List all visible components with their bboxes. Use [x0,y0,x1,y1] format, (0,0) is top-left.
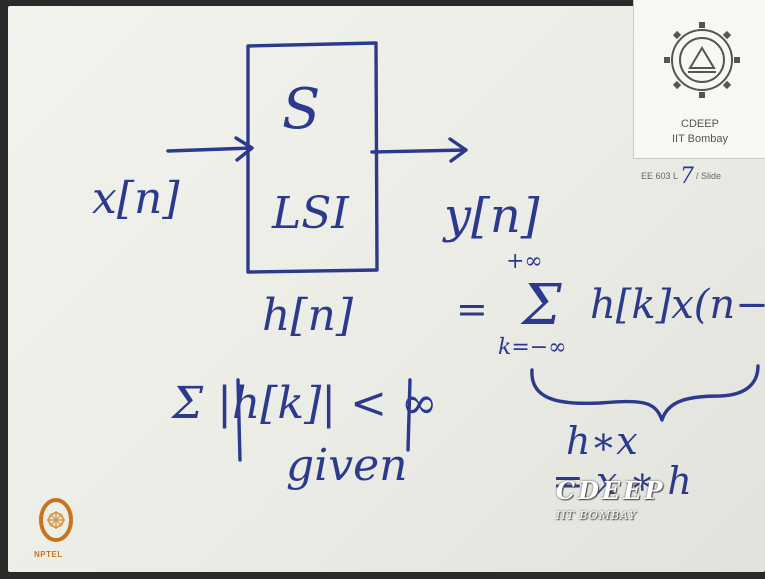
output-signal-label: y[n] [442,188,540,244]
slide-indicator: EE 603 L7/ Slide [641,164,721,189]
cdeep-logo-card: CDEEP IIT Bombay [633,0,765,159]
nptel-label: NPTEL [34,550,63,559]
convolution-term: h[k]x(n− [590,282,765,328]
equals-sign: = [456,287,488,331]
system-symbol: S [282,77,320,142]
input-signal-label: x[n] [92,173,180,224]
course-code: EE 603 L [641,171,678,181]
stability-condition: Σ |h[k]| < ∞ [170,378,438,429]
watermark-title: CDEEP [556,476,706,505]
watermark-subtitle: IIT BOMBAY [556,509,706,522]
convolution-shorthand-1: h∗x [566,419,638,463]
sum-symbol: Σ [520,273,562,338]
cdeep-watermark: CDEEP IIT BOMBAY [556,476,706,522]
sum-lower-limit: k=−∞ [498,335,567,360]
iit-bombay-gear-emblem-icon [634,0,765,110]
cdeep-label: CDEEP [634,118,765,130]
slide-suffix: / Slide [696,171,721,181]
sum-upper-limit: +∞ [506,249,543,274]
given-label: given [286,440,407,491]
impulse-response-label: h[n] [262,290,354,341]
system-type-label: LSI [271,188,350,239]
underbrace [532,366,758,420]
output-arrow [372,139,466,161]
lecture-number: 7 [680,164,694,189]
input-arrow [168,138,252,160]
nptel-logo-icon [36,494,76,556]
iit-bombay-label: IIT Bombay [634,133,765,145]
